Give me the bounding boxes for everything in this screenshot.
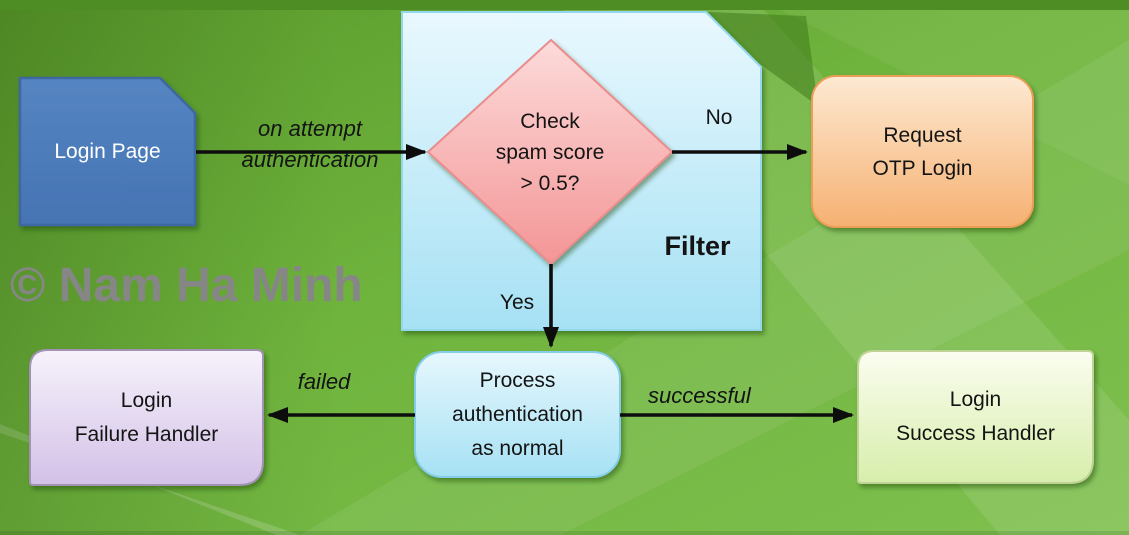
login-success-shape: [857, 350, 1094, 484]
login-failure-shape: [29, 349, 264, 486]
bottom-strip: [0, 531, 1129, 535]
watermark-text: © Nam Ha Minh: [10, 259, 363, 312]
filter-fold-shadow: [708, 12, 818, 106]
request-otp-shape: [811, 75, 1034, 228]
process-auth-shape: [414, 351, 621, 478]
top-strip: [0, 0, 1129, 10]
login-page-shape: [18, 76, 197, 227]
